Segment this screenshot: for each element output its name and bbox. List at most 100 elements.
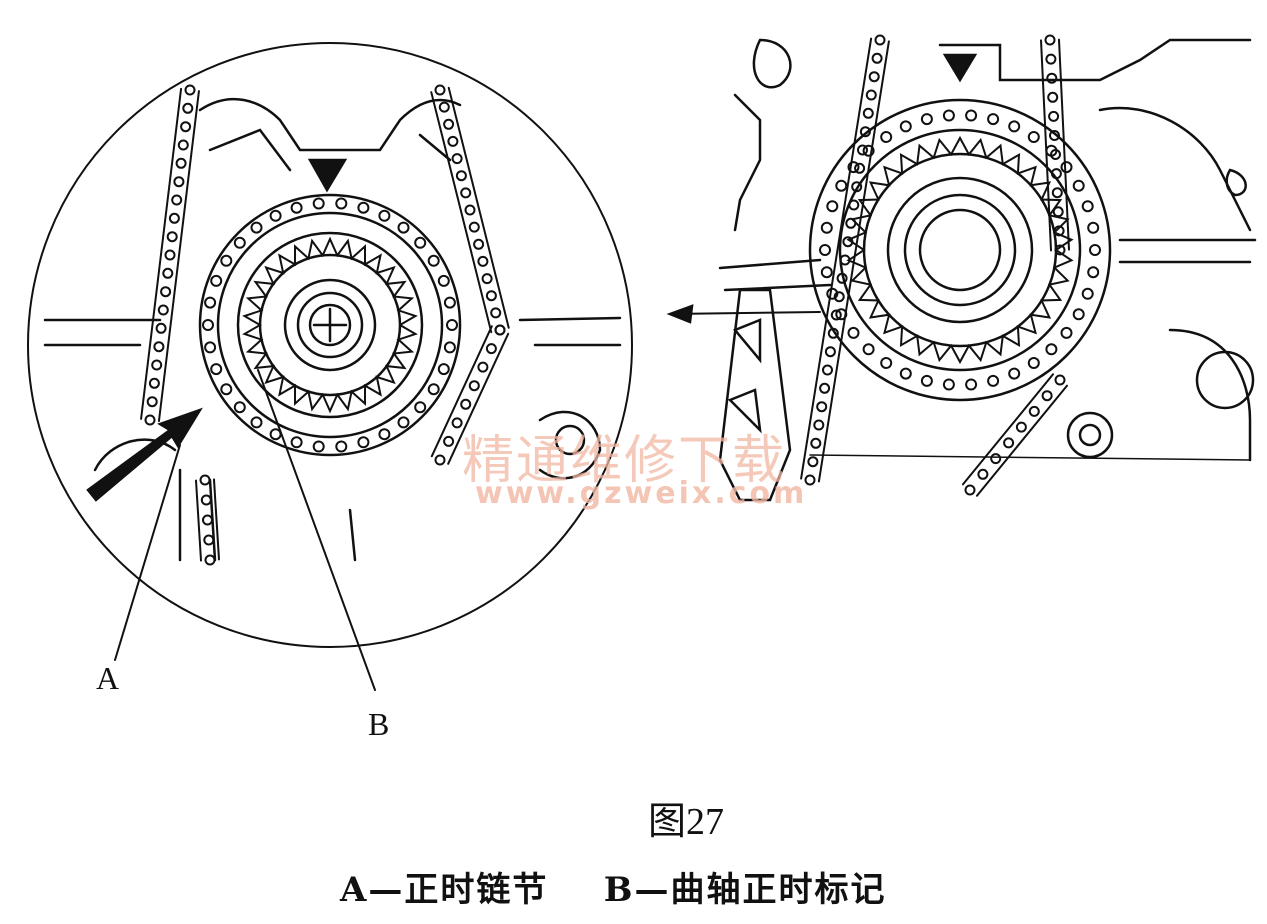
chain-link-pin: [414, 236, 427, 249]
watermark-text: 精通维修下载: [462, 431, 787, 491]
sprocket-teeth: [846, 135, 1074, 365]
chain-link-pin: [1050, 168, 1062, 180]
chain-link-pin: [1003, 437, 1015, 449]
chain-link-pin: [451, 417, 463, 429]
chain-link-pin: [357, 436, 370, 449]
chain-link-pin: [839, 254, 851, 266]
chain-link-pin: [153, 341, 165, 353]
chain-side-plate: [140, 87, 183, 420]
chain-link-pin: [833, 291, 845, 303]
chain-link-pin: [824, 346, 836, 358]
chain-link-pin: [269, 209, 282, 222]
chain-side-plate: [1040, 39, 1053, 252]
chain-link-pin: [443, 118, 455, 130]
chain-link-pin: [250, 221, 263, 234]
chain-link-pin: [335, 440, 348, 453]
chain-side-plate: [157, 90, 200, 423]
chain-side-plate: [962, 373, 1055, 486]
chain-link-pin: [810, 437, 822, 449]
chain-guide: [718, 288, 792, 502]
chain-link-pin: [335, 197, 348, 210]
chain-link-pin: [220, 254, 233, 267]
chain-link-pin: [204, 296, 217, 309]
chain-link-pin: [437, 363, 450, 376]
chain-link-pin: [460, 398, 472, 410]
chain-link-pin: [813, 419, 825, 431]
chain-link-pin: [148, 377, 160, 389]
chain-link-pin: [990, 453, 1002, 465]
chain-link-pin: [1008, 367, 1021, 380]
chain-link-pin: [485, 290, 497, 302]
chain-link-pin: [455, 170, 467, 182]
chain-link-pin: [162, 267, 174, 279]
chain-link-pin: [1047, 91, 1059, 103]
chain-link-pin: [378, 428, 391, 441]
caption-gap: [548, 870, 603, 910]
watermark-url: www.gzweix.com: [475, 476, 808, 511]
chain-link-pin: [859, 126, 871, 138]
chain-link-pin: [845, 217, 857, 229]
chain-link-pin: [804, 474, 816, 486]
chain-link-pin: [977, 468, 989, 480]
chain-link-pin: [862, 144, 875, 157]
chain-link-pin: [468, 221, 480, 233]
chain-link-pin: [312, 197, 325, 210]
chain-link-pin: [1028, 405, 1040, 417]
chain-link-pin: [880, 131, 893, 143]
chain-link-pin: [820, 221, 833, 234]
chain-link-pin: [830, 309, 842, 321]
chain-link-pin: [434, 84, 446, 96]
chain-link-pin: [880, 357, 893, 369]
chain-link-pin: [987, 113, 1000, 126]
chain-link-pin: [1060, 326, 1073, 339]
chain-link-pin: [175, 157, 187, 169]
chain-link-pin: [874, 34, 886, 46]
chain-link-pin: [847, 161, 860, 174]
chain-link-pin: [868, 71, 880, 83]
view-direction-arrow: [669, 311, 821, 315]
chain-link-pin: [1053, 225, 1065, 237]
engine-block-outline: [43, 316, 622, 347]
chain-link-pin: [490, 307, 502, 319]
chain-link-pin: [290, 201, 303, 214]
chain-link-pin: [233, 401, 246, 414]
chain-link-pin: [427, 383, 440, 396]
chain-link-pin: [920, 374, 933, 387]
crank-sprocket-right-outer: [808, 98, 1112, 402]
chain-link-pin: [199, 474, 211, 486]
chain-link-pin: [1054, 374, 1066, 386]
caption-b: B—曲轴正时标记: [603, 870, 887, 910]
chain-link-pin: [220, 383, 233, 396]
chain-link-pin: [414, 401, 427, 414]
chain-link-pin: [464, 204, 476, 216]
chain-side-plate: [817, 40, 890, 483]
chain-link-pin: [481, 273, 493, 285]
label-a-leader: [114, 444, 181, 661]
chain-link-pin: [443, 296, 456, 309]
chain-link-pin: [822, 364, 833, 376]
chain-link-pin: [168, 212, 180, 224]
chain-link-pin: [477, 255, 489, 267]
crankshaft-hub: [296, 291, 364, 359]
chain-link-pin: [965, 109, 978, 122]
chain-link-pin: [438, 101, 450, 113]
figure-caption: A—正时链节 B—曲轴正时标记: [340, 862, 887, 911]
chain-link-pin: [397, 416, 410, 429]
chain-side-plate: [975, 384, 1068, 497]
chain-link-pin: [1045, 53, 1057, 65]
chain-link-pin: [1041, 390, 1053, 402]
chain-link-pin: [204, 554, 216, 566]
chain-link-pin: [1051, 187, 1063, 199]
chain-link-pin: [857, 144, 868, 156]
chain-link-pin: [920, 113, 933, 126]
label-b: B: [368, 706, 390, 742]
chain-link-pin: [437, 274, 450, 287]
chain-link-pin: [1027, 131, 1040, 143]
chain-link-pin: [1081, 200, 1094, 213]
chain-side-plate: [195, 479, 203, 562]
chain-side-plate: [212, 478, 220, 561]
chain-link-pin: [494, 324, 506, 336]
chain-link-pin: [312, 440, 325, 453]
chain-link-pin: [357, 201, 370, 214]
